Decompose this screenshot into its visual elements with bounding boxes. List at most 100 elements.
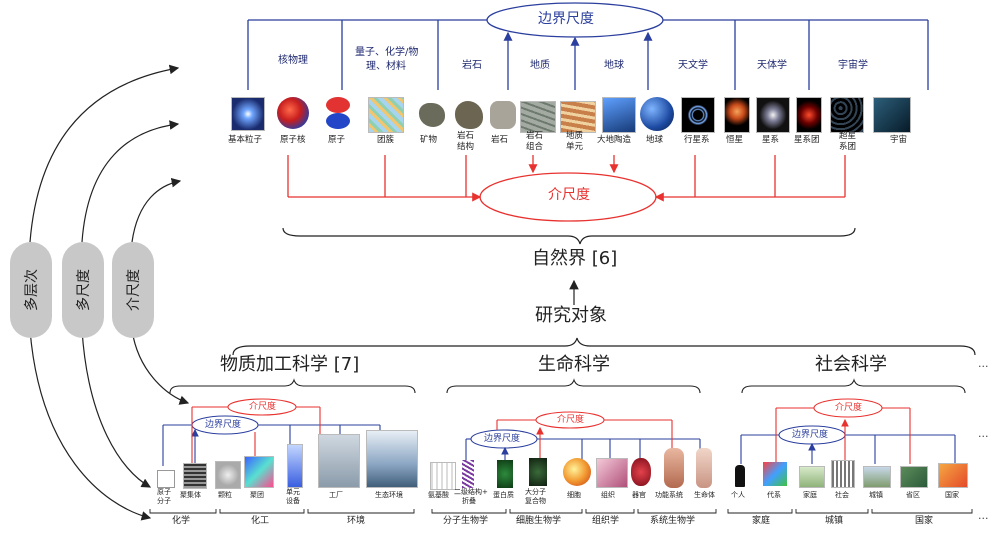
item-geology: 地质 bbox=[566, 131, 584, 141]
s3-item-generation: 代系 bbox=[767, 491, 781, 499]
s3-item-province: 省区 bbox=[906, 491, 920, 499]
item-galaxy: 星系 bbox=[762, 135, 780, 145]
thumb-particle bbox=[215, 461, 241, 489]
section3-boundary-label: 边界尺度 bbox=[792, 430, 829, 440]
section2-title: 生命科学 bbox=[538, 354, 610, 375]
s2-item-organ: 器官 bbox=[632, 491, 646, 499]
thumb-generation bbox=[763, 462, 787, 486]
item-rock-3: 岩石 bbox=[526, 131, 544, 141]
s1-group-chem-eng: 化工 bbox=[251, 516, 270, 526]
thumb-galaxy-cluster bbox=[796, 97, 822, 133]
thumb-earth bbox=[640, 97, 674, 131]
category-rock: 岩石 bbox=[462, 60, 482, 71]
thumb-atom bbox=[326, 97, 350, 129]
category-nuclear-physics: 核物理 bbox=[278, 55, 308, 66]
s1-item-aggregate: 聚集体 bbox=[180, 491, 201, 499]
thumb-province bbox=[900, 466, 928, 488]
thumb-molecule bbox=[157, 470, 175, 488]
thumb-planetary-system bbox=[681, 97, 715, 133]
s1-item-particle: 颗粒 bbox=[218, 491, 232, 499]
section1-boundary-label: 边界尺度 bbox=[205, 420, 242, 430]
s3-item-country: 国家 bbox=[945, 491, 959, 499]
s1-item-molecule: 分子 bbox=[157, 497, 171, 505]
thumb-nucleus bbox=[277, 97, 309, 129]
s1-group-environment: 环境 bbox=[347, 516, 366, 526]
section3-title: 社会科学 bbox=[815, 354, 887, 375]
thumb-complex bbox=[529, 458, 547, 486]
s3-group-family: 家庭 bbox=[752, 516, 771, 526]
thumb-mineral bbox=[419, 103, 445, 127]
item-elementary-particle: 基本粒子 bbox=[228, 135, 263, 145]
s1-item-atom: 原子 bbox=[157, 488, 171, 496]
multi-level-pill: 多层次 bbox=[10, 242, 52, 338]
category-quantum-chem: 量子、化学/物 bbox=[355, 47, 419, 58]
s2-group-molecular-biology: 分子生物学 bbox=[443, 516, 489, 526]
thumb-amino-acid bbox=[430, 462, 456, 490]
item-atom: 原子 bbox=[328, 135, 346, 145]
thumb-rock bbox=[490, 101, 516, 129]
thumb-organism bbox=[696, 448, 712, 488]
s2-item-macromolecule: 大分子 bbox=[525, 488, 546, 496]
s1-item-cluster: 聚团 bbox=[250, 491, 264, 499]
s2-item-folding: 折叠 bbox=[462, 497, 476, 505]
s2-item-protein: 蛋白质 bbox=[493, 491, 514, 499]
thumb-rock-assemblage bbox=[520, 101, 556, 133]
ellipsis-3: ··· bbox=[978, 512, 989, 525]
item-unit: 单元 bbox=[566, 142, 584, 152]
s1-item-equipment: 设备 bbox=[286, 497, 300, 505]
item-rock-2: 岩石 bbox=[491, 135, 509, 145]
thumb-country bbox=[938, 463, 968, 488]
ellipsis-1: ··· bbox=[978, 360, 989, 373]
s3-item-society: 社会 bbox=[835, 491, 849, 499]
category-earth: 地球 bbox=[604, 60, 624, 71]
s2-item-complex: 复合物 bbox=[525, 497, 546, 505]
category-cosmology: 宇宙学 bbox=[838, 60, 868, 71]
top-boundary-connectors bbox=[247, 2, 929, 90]
item-earth: 地球 bbox=[646, 135, 664, 145]
item-rock-1: 岩石 bbox=[457, 131, 475, 141]
thumb-supercluster bbox=[830, 97, 864, 133]
thumb-family bbox=[799, 466, 825, 488]
s2-item-tissue: 组织 bbox=[601, 491, 615, 499]
section3-connectors bbox=[740, 398, 956, 464]
top-meso-connectors bbox=[287, 155, 846, 222]
section2-meso-label: 介尺度 bbox=[557, 415, 585, 425]
item-planetary-system: 行星系 bbox=[684, 135, 710, 145]
thumb-aggregate bbox=[183, 463, 207, 489]
boundary-scale-label-top: 边界尺度 bbox=[538, 11, 594, 27]
thumb-society bbox=[831, 460, 855, 488]
s3-item-individual: 个人 bbox=[731, 491, 745, 499]
s2-item-secondary: 二级结构+ bbox=[454, 488, 488, 496]
thumb-elementary-particle bbox=[231, 97, 265, 131]
thumb-protein bbox=[497, 460, 513, 488]
thumb-universe bbox=[873, 97, 911, 133]
category-astrophysics: 天体学 bbox=[757, 60, 787, 71]
item-nucleus: 原子核 bbox=[280, 135, 306, 145]
category-physics-materials: 理、材料 bbox=[366, 61, 406, 72]
meso-scale-pill: 介尺度 bbox=[112, 242, 154, 338]
thumb-cell bbox=[563, 458, 591, 486]
s2-group-histology: 组织学 bbox=[592, 516, 620, 526]
meso-scale-label-top: 介尺度 bbox=[548, 187, 590, 203]
thumb-organ bbox=[631, 458, 651, 486]
meso-scale-pill-label: 介尺度 bbox=[126, 269, 142, 311]
s1-item-unit: 单元 bbox=[286, 488, 300, 496]
multi-scale-pill: 多尺度 bbox=[62, 242, 104, 338]
section3-meso-label: 介尺度 bbox=[835, 403, 863, 413]
item-star: 恒星 bbox=[726, 135, 744, 145]
thumb-secondary-structure bbox=[462, 460, 474, 488]
s1-item-factory: 工厂 bbox=[329, 491, 343, 499]
section1-meso-label: 介尺度 bbox=[249, 402, 277, 412]
ellipsis-2: ··· bbox=[978, 430, 989, 443]
thumb-individual bbox=[735, 465, 745, 487]
section1-title: 物质加工科学 [7] bbox=[220, 354, 360, 375]
left-curved-arrows bbox=[29, 64, 190, 521]
nature-brace bbox=[282, 227, 856, 245]
research-brace bbox=[232, 337, 976, 356]
multi-scale-label: 多尺度 bbox=[76, 269, 92, 311]
item-structure: 结构 bbox=[457, 142, 475, 152]
thumb-cluster bbox=[368, 97, 404, 133]
category-geology: 地质 bbox=[530, 60, 550, 71]
thumb-environment bbox=[366, 430, 418, 488]
